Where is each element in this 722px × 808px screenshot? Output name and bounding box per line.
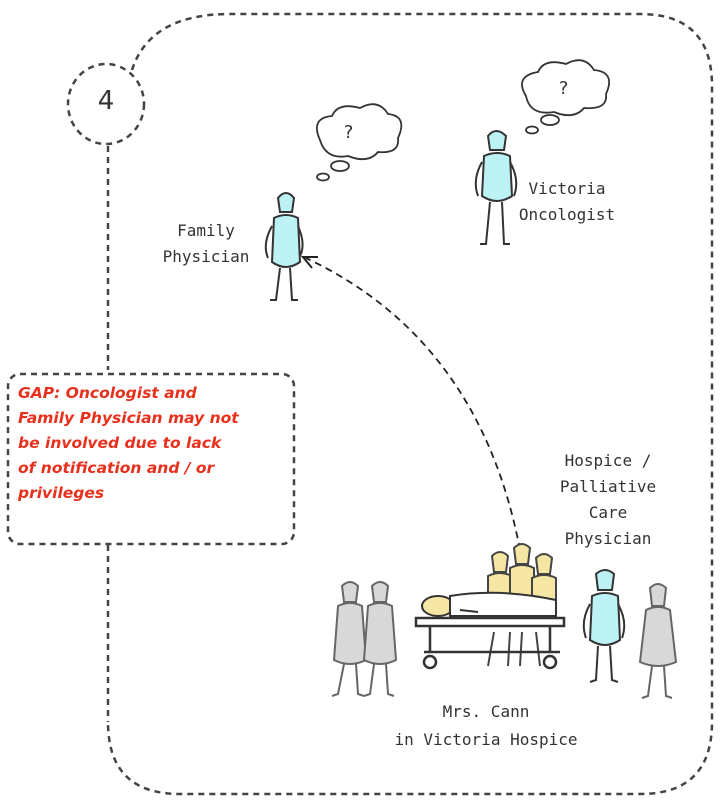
gap-note-line: GAP: Oncologist and [18, 384, 197, 402]
gap-note: GAP: Oncologist and Family Physician may… [18, 381, 290, 506]
oncologist-label: Victoria Oncologist [512, 176, 622, 228]
label-line: Hospice / [564, 451, 652, 470]
gap-note-line: privileges [18, 484, 105, 502]
step-circle [66, 62, 146, 146]
scenario-frame [106, 12, 714, 796]
gap-note-line: Family Physician may not [18, 409, 239, 427]
visitor-figures [331, 581, 678, 699]
gap-note-line: be involved due to lack [18, 434, 222, 452]
patient-label: Mrs. Cann in Victoria Hospice [376, 698, 596, 754]
label-line: Palliative [559, 477, 657, 496]
thought-bubble-oncologist [521, 59, 610, 135]
label-line: Physician [162, 247, 250, 266]
gap-box [6, 372, 296, 546]
label-line: Family [177, 221, 235, 240]
question-mark-oncologist: ? [558, 78, 569, 99]
label-line: Physician [564, 529, 652, 548]
label-line: in Victoria Hospice [394, 730, 578, 749]
question-mark-family: ? [343, 122, 354, 143]
arrow-head [300, 256, 318, 269]
thought-bubble-family [316, 103, 403, 182]
label-line: Oncologist [518, 205, 616, 224]
step-number: 4 [97, 86, 115, 116]
oncologist-figure [474, 130, 518, 245]
patient-figure [421, 591, 557, 617]
label-line: Mrs. Cann [442, 702, 530, 721]
referral-arrow [305, 257, 521, 551]
hospice-physician-label: Hospice / Palliative Care Physician [548, 448, 668, 552]
hospice-physician-figure [582, 569, 626, 683]
label-line: Victoria [528, 179, 606, 198]
label-line: Care [588, 503, 628, 522]
family-physician-label: Family Physician [156, 218, 256, 270]
hospital-bed [414, 616, 566, 670]
family-physician-figure [264, 192, 304, 301]
gap-note-line: of notification and / or [18, 459, 215, 477]
